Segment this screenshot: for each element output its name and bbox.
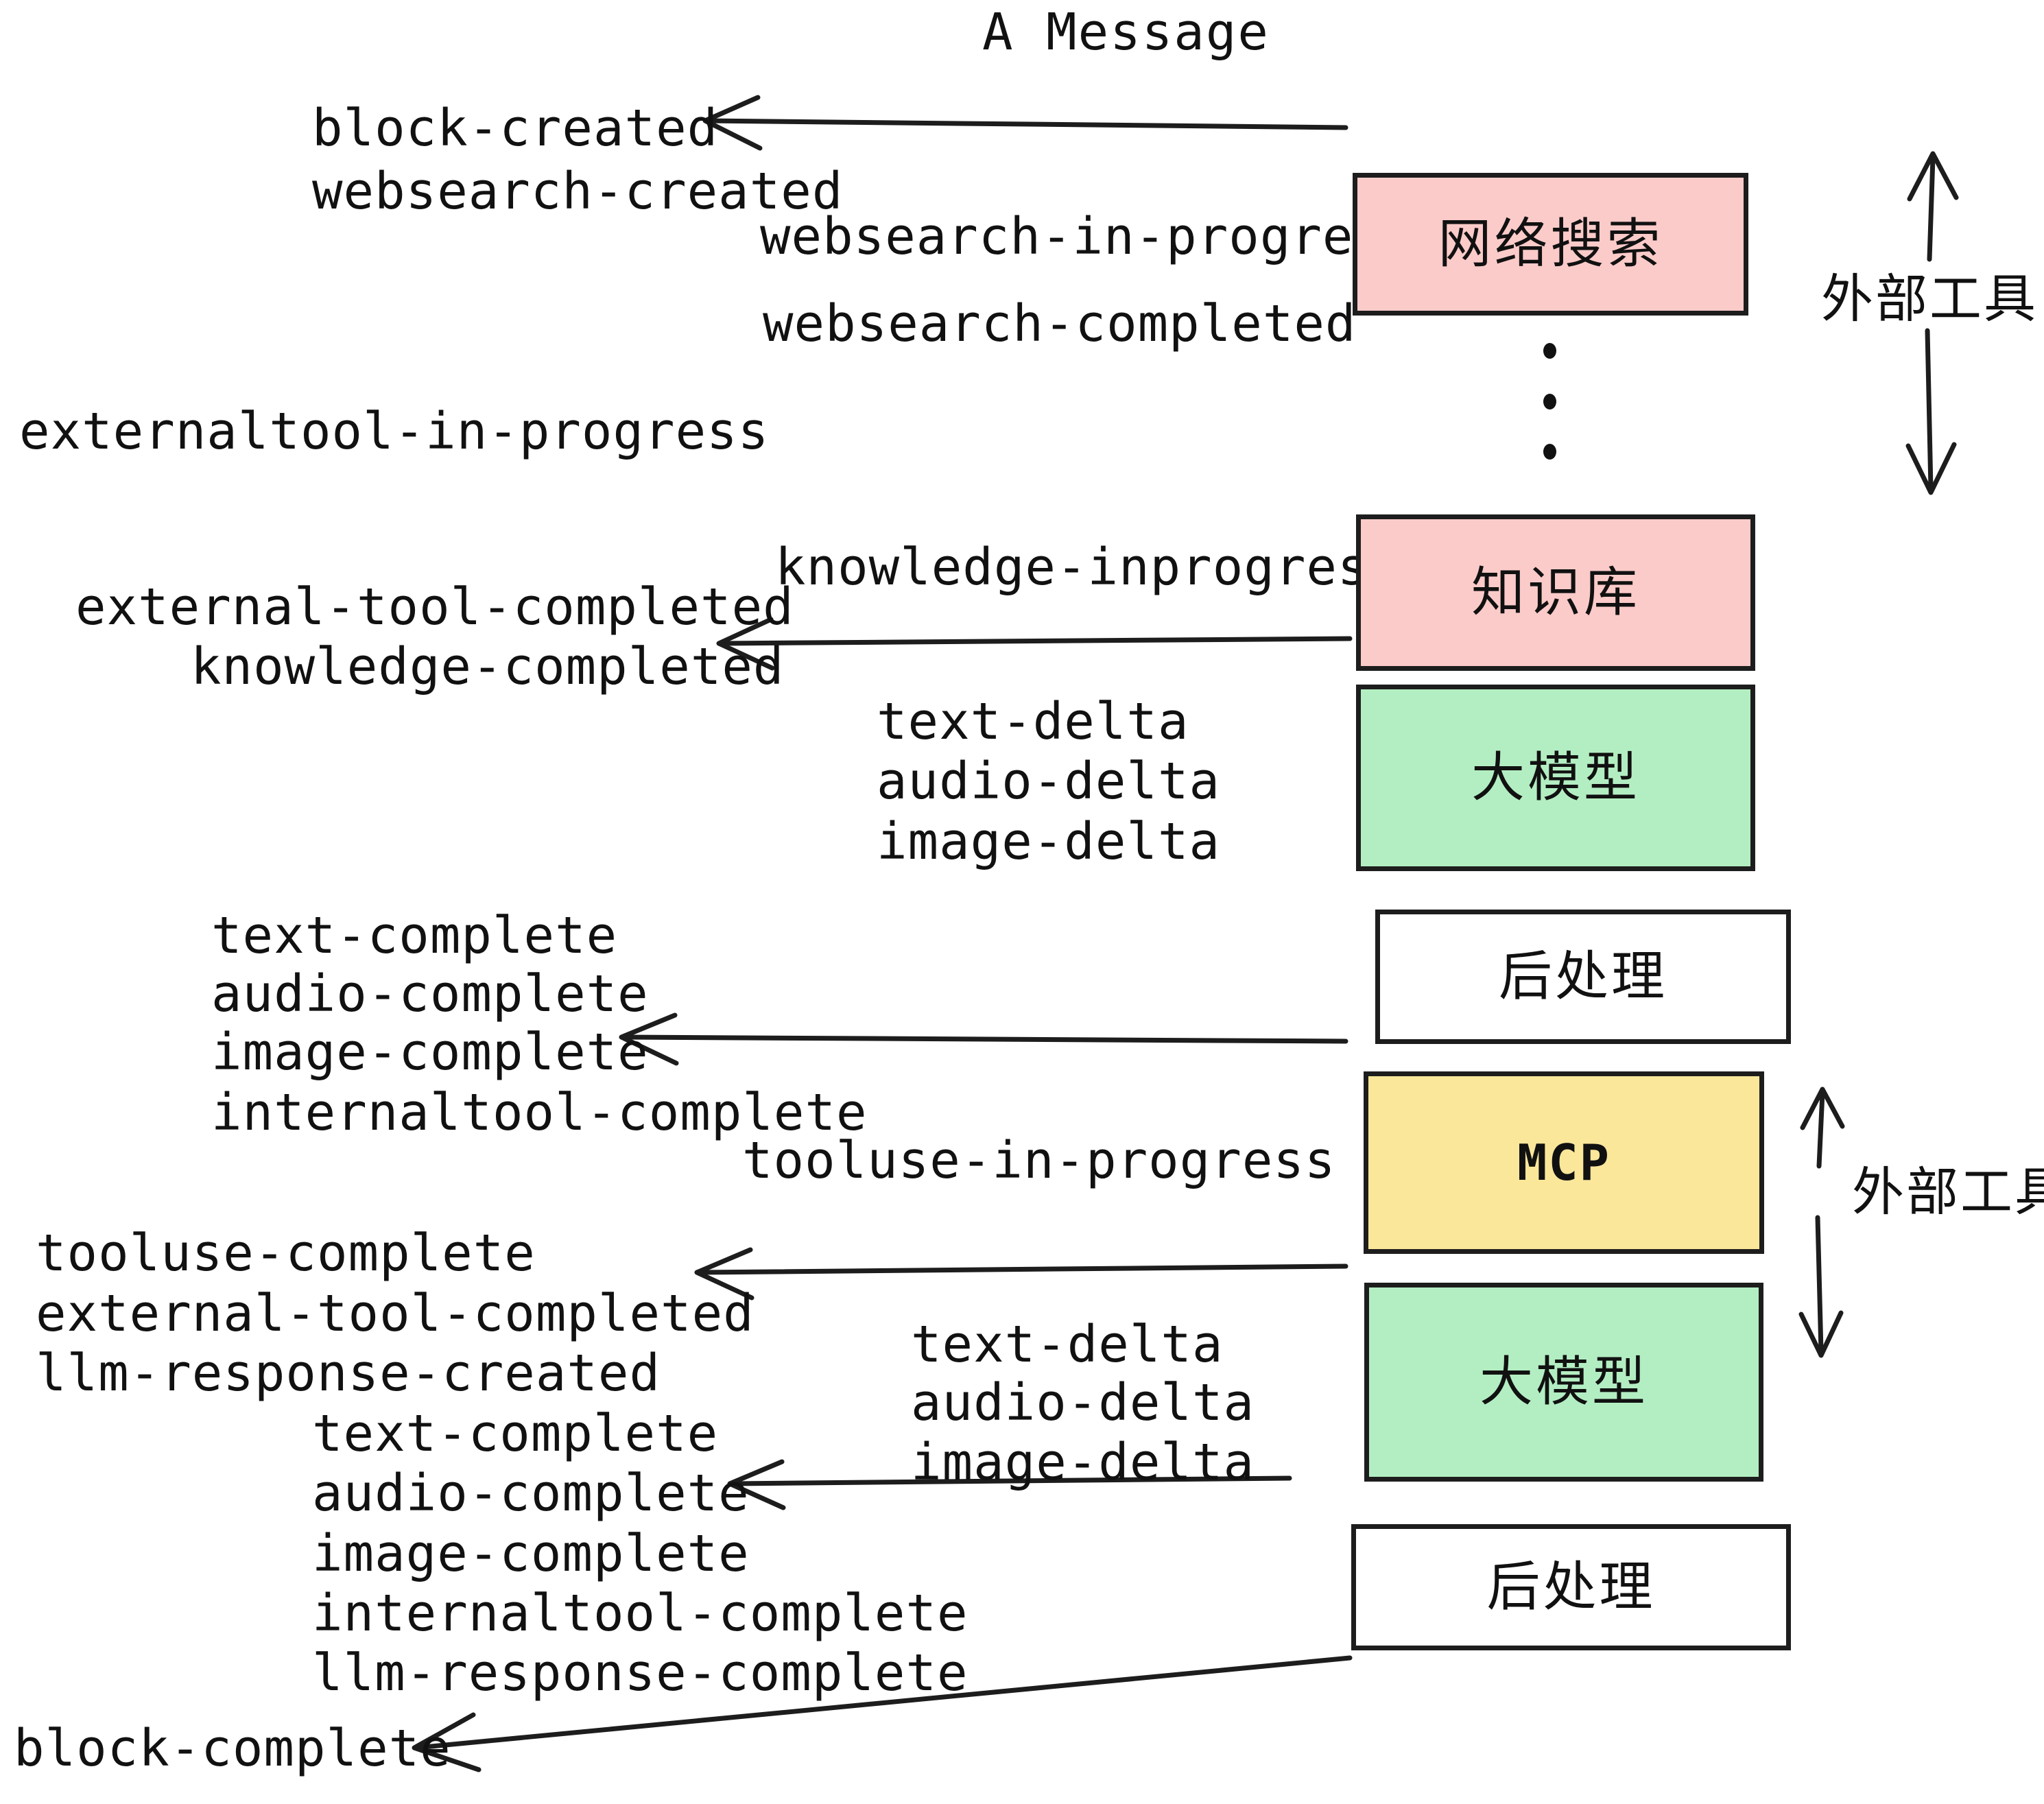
event-image-complete-2: image-complete xyxy=(312,1524,750,1583)
event-image-delta-1: image-delta xyxy=(877,812,1221,871)
diagram-title: A Message xyxy=(982,3,1270,62)
node-postprocess-2[interactable]: 后处理 xyxy=(1351,1524,1791,1650)
event-audio-complete-2: audio-complete xyxy=(312,1464,750,1523)
dot-icon xyxy=(1543,444,1556,460)
arrow-knowledge-to-knowledge-completed xyxy=(719,636,1353,646)
node-knowledge[interactable]: 知识库 xyxy=(1356,514,1755,671)
node-mcp-label: MCP xyxy=(1517,1134,1611,1191)
arrow-external-tool-top-up xyxy=(1927,155,1936,262)
event-text-delta-2: text-delta xyxy=(911,1315,1224,1374)
arrow-external-tool-bottom-up xyxy=(1816,1090,1825,1169)
event-externaltool-in-progress: externaltool-in-progress xyxy=(19,402,770,461)
event-knowledge-inprogress: knowledge-inprogress xyxy=(775,538,1401,597)
event-websearch-in-progress: websearch-in-progress xyxy=(760,207,1416,266)
event-websearch-created: websearch-created xyxy=(312,162,844,221)
event-tooluse-complete: tooluse-complete xyxy=(36,1224,536,1283)
event-knowledge-completed: knowledge-completed xyxy=(191,637,785,696)
event-text-complete-1: text-complete xyxy=(211,906,618,965)
node-websearch-label: 网络搜索 xyxy=(1438,213,1663,275)
event-audio-complete-1: audio-complete xyxy=(211,964,649,1023)
node-llm-2-label: 大模型 xyxy=(1479,1351,1648,1413)
ellipsis-dots xyxy=(1542,343,1557,460)
node-postprocess-2-label: 后处理 xyxy=(1486,1556,1656,1618)
side-label-external-tool-top: 外部工具 xyxy=(1821,268,2038,329)
event-block-created: block-created xyxy=(312,99,719,158)
arrow-external-tool-top-down xyxy=(1925,328,1934,491)
arrow-mcp-to-tooluse-complete xyxy=(697,1263,1348,1275)
event-block-complete: block-complete xyxy=(14,1719,451,1778)
event-internaltool-complete-1: internaltool-complete xyxy=(211,1083,868,1142)
node-websearch[interactable]: 网络搜索 xyxy=(1353,173,1748,316)
node-llm-1-label: 大模型 xyxy=(1471,747,1640,809)
node-knowledge-label: 知识库 xyxy=(1471,562,1640,624)
event-text-delta-1: text-delta xyxy=(877,692,1189,751)
event-audio-delta-2: audio-delta xyxy=(911,1373,1255,1432)
event-external-tool-completed-2: external-tool-completed xyxy=(36,1284,754,1343)
arrow-external-tool-top-up-head xyxy=(1907,151,1959,202)
node-mcp[interactable]: MCP xyxy=(1364,1071,1764,1254)
arrow-external-tool-bottom-down xyxy=(1815,1215,1824,1354)
arrow-llm1-to-image-complete xyxy=(621,1034,1348,1044)
event-image-complete-1: image-complete xyxy=(211,1023,649,1082)
arrow-external-tool-top-down-head xyxy=(1905,442,1957,495)
dot-icon xyxy=(1543,343,1556,359)
event-websearch-completed: websearch-completed xyxy=(763,294,1357,353)
event-text-complete-2: text-complete xyxy=(312,1404,719,1463)
node-postprocess-1[interactable]: 后处理 xyxy=(1375,910,1791,1044)
node-postprocess-1-label: 后处理 xyxy=(1498,946,1667,1008)
event-audio-delta-1: audio-delta xyxy=(877,752,1221,811)
arrow-websearch-to-block-created xyxy=(704,118,1348,130)
event-external-tool-completed-1: external-tool-completed xyxy=(75,578,794,637)
arrow-external-tool-bottom-up-head xyxy=(1800,1087,1845,1130)
node-llm-1[interactable]: 大模型 xyxy=(1356,685,1755,871)
event-llm-response-created: llm-response-created xyxy=(36,1344,661,1403)
side-label-external-tool-bottom: 外部工具 xyxy=(1852,1161,2044,1222)
arrow-external-tool-bottom-down-head xyxy=(1798,1310,1844,1358)
event-image-delta-2: image-delta xyxy=(911,1433,1255,1492)
dot-icon xyxy=(1543,393,1556,410)
event-llm-response-complete: llm-response-complete xyxy=(312,1643,968,1702)
node-llm-2[interactable]: 大模型 xyxy=(1364,1283,1763,1482)
event-internaltool-complete-2: internaltool-complete xyxy=(312,1584,968,1643)
event-tooluse-in-progress: tooluse-in-progress xyxy=(742,1131,1336,1190)
